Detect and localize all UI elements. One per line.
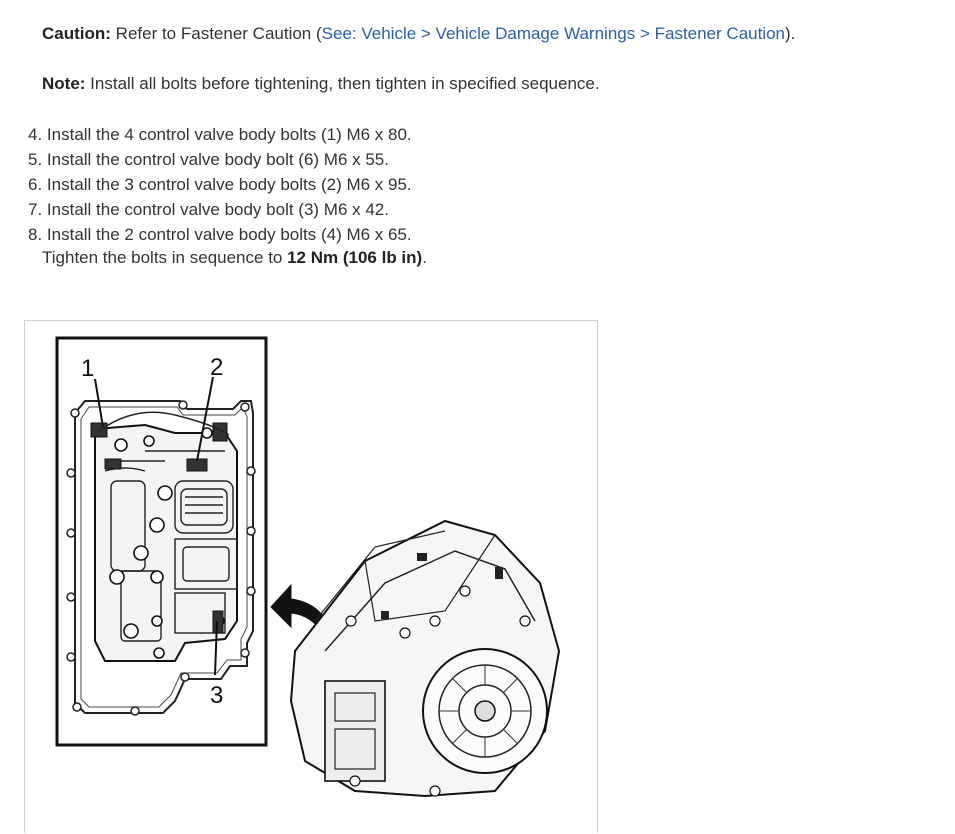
callout-3-leader <box>214 620 218 676</box>
oil-pan-gasket <box>74 400 254 714</box>
valve-body-bolt-illustration: 1 2 3 <box>24 320 598 833</box>
transmission-assembly <box>289 519 561 798</box>
callout-2-leader <box>196 376 214 462</box>
valve-body-bores <box>109 427 225 659</box>
fastener-caution-link[interactable]: See: Vehicle > Vehicle Damage Warnings >… <box>321 24 786 43</box>
step-text: Install the 4 control valve body bolts (… <box>46 125 412 144</box>
step-item: 4. Install the 4 control valve body bolt… <box>28 122 412 147</box>
torque-instruction: Tighten the bolts in sequence to 12 Nm (… <box>42 247 427 269</box>
gasket-inner-edge <box>80 406 248 708</box>
step-number: 5. <box>28 150 43 169</box>
gasket-holes <box>66 400 256 716</box>
step-item: 7. Install the control valve body bolt (… <box>28 197 412 222</box>
step-number: 8. <box>28 225 43 244</box>
callout-2-label: 2 <box>210 354 223 381</box>
caution-text-before: Refer to Fastener Caution ( <box>110 24 322 43</box>
callout-1-leader <box>94 378 104 428</box>
step-item: 8. Install the 2 control valve body bolt… <box>28 222 412 247</box>
install-steps-list: 4. Install the 4 control valve body bolt… <box>28 122 412 247</box>
step-text: Install the control valve body bolt (6) … <box>46 150 389 169</box>
step-text: Install the control valve body bolt (3) … <box>46 200 389 219</box>
caution-label: Caution: <box>42 24 111 43</box>
valve-body-details <box>104 450 238 642</box>
torque-value: 12 Nm (106 lb in) <box>287 248 423 267</box>
note-text: Install all bolts before tightening, the… <box>85 74 600 93</box>
illustration-svg: 1 2 3 <box>55 336 561 798</box>
step-item: 6. Install the 3 control valve body bolt… <box>28 172 412 197</box>
step-number: 4. <box>28 125 43 144</box>
note-label: Note: <box>42 74 86 93</box>
step-number: 7. <box>28 200 43 219</box>
note-paragraph: Note: Install all bolts before tightenin… <box>42 73 600 95</box>
step-text: Install the 3 control valve body bolts (… <box>46 175 412 194</box>
torque-text-before: Tighten the bolts in sequence to <box>42 248 288 267</box>
step-text: Install the 2 control valve body bolts (… <box>46 225 412 244</box>
caution-text-after: ). <box>785 24 796 43</box>
valve-body <box>94 423 238 662</box>
step-number: 6. <box>28 175 43 194</box>
wiring-harness <box>98 411 230 436</box>
torque-text-after: . <box>422 248 427 267</box>
callout-3-label: 3 <box>210 682 223 709</box>
caution-paragraph: Caution: Refer to Fastener Caution (See:… <box>42 23 795 45</box>
callout-1-label: 1 <box>81 355 94 382</box>
step-item: 5. Install the control valve body bolt (… <box>28 147 412 172</box>
